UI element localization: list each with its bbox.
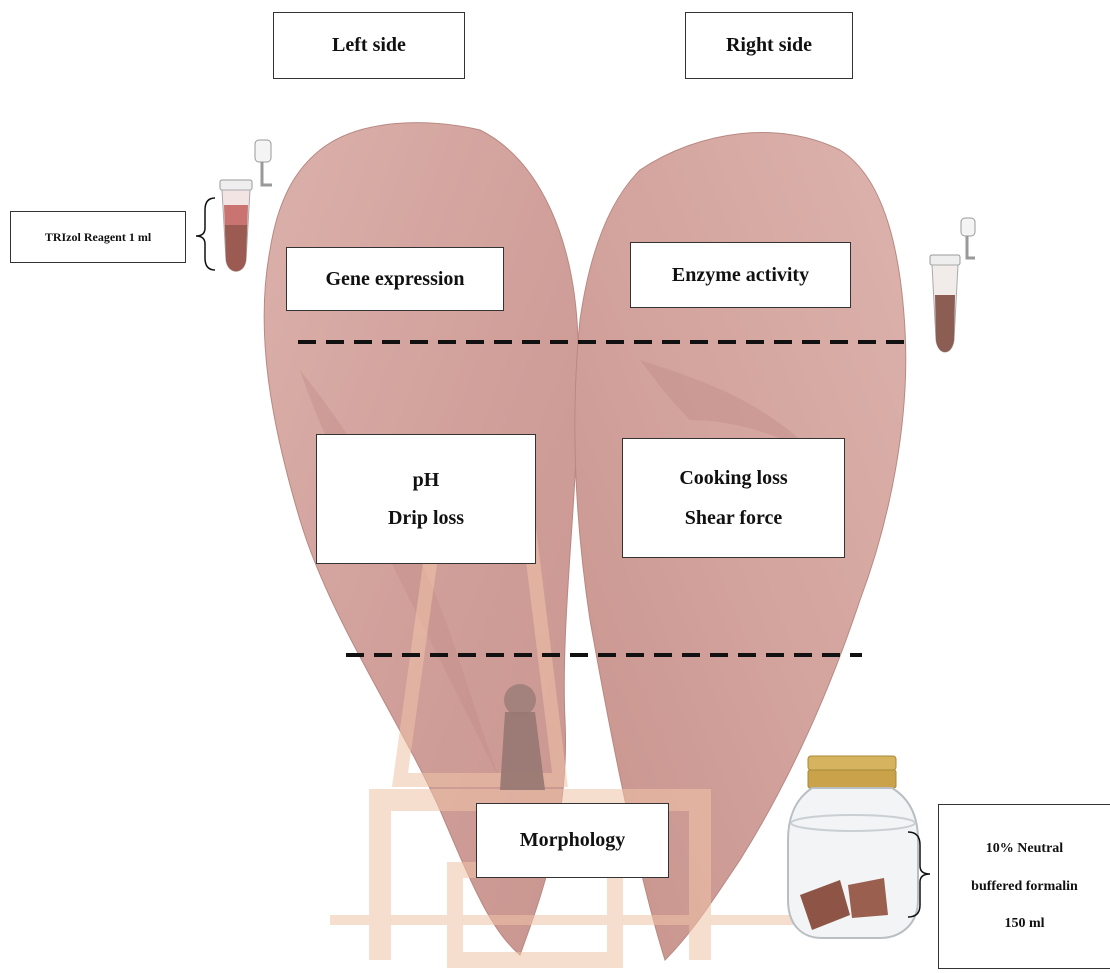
formalin-line-2: buffered formalin [971,868,1078,906]
gene-expression-label: Gene expression [325,268,464,291]
formalin-box: 10% Neutral buffered formalin 150 ml [938,804,1110,969]
ph-label: pH [413,461,440,499]
drip-loss-label: Drip loss [388,499,464,537]
jar-icon [788,756,918,938]
shear-force-label: Shear force [685,498,783,538]
tube-icon [220,140,272,271]
trizol-reagent-label: TRIzol Reagent 1 ml [45,230,151,245]
right-side-label: Right side [726,34,812,57]
gene-expression-box: Gene expression [286,247,504,311]
enzyme-activity-box: Enzyme activity [630,242,851,308]
cooking-shear-box: Cooking loss Shear force [622,438,845,558]
left-side-header: Left side [273,12,465,79]
ph-drip-loss-box: pH Drip loss [316,434,536,564]
morphology-label: Morphology [520,829,626,852]
left-side-label: Left side [332,34,406,57]
cooking-loss-label: Cooking loss [679,458,787,498]
morphology-box: Morphology [476,803,669,878]
trizol-bracket [196,198,215,270]
tube-icon [930,218,975,352]
right-side-header: Right side [685,12,853,79]
enzyme-activity-label: Enzyme activity [672,264,809,287]
trizol-reagent-box: TRIzol Reagent 1 ml [10,211,186,263]
formalin-line-1: 10% Neutral [986,830,1063,868]
formalin-line-3: 150 ml [1004,905,1044,943]
